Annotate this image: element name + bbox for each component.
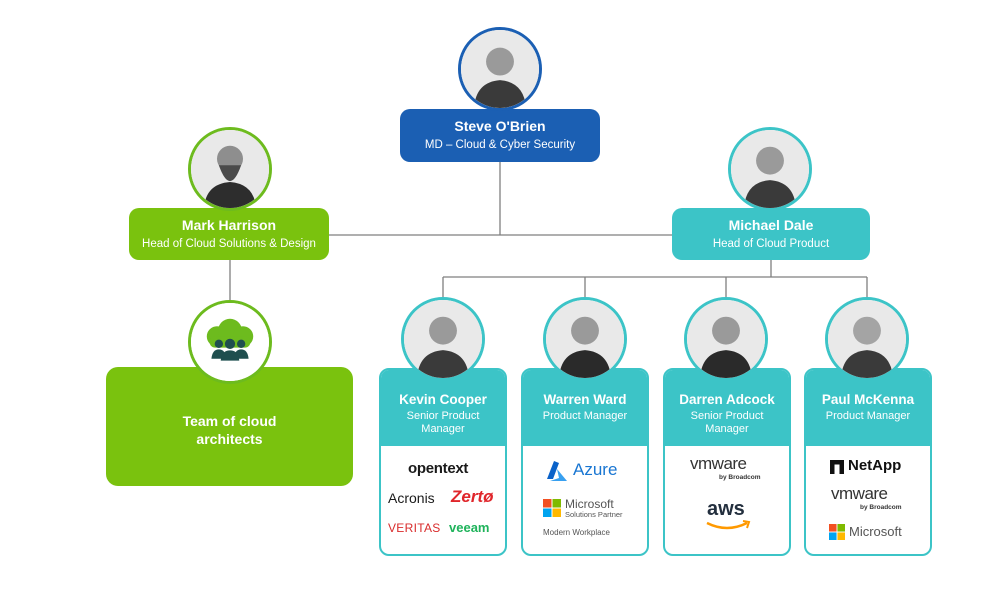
mark-harrison-role: Head of Cloud Solutions & Design <box>142 238 316 250</box>
kevin-cooper-card: Kevin Cooper Senior Product Manager open… <box>379 368 507 556</box>
warren-ward-role: Product Manager <box>542 410 628 422</box>
vmware-logo-2: vmware <box>831 484 888 503</box>
team-label: Team of cloud architects <box>182 413 277 447</box>
warren-ward-photo <box>543 297 627 381</box>
aws-logo: aws <box>707 498 745 520</box>
by-broadcom-label: by Broadcom <box>719 474 761 481</box>
netapp-icon <box>830 460 844 474</box>
veeam-logo: veeam <box>449 520 490 535</box>
opentext-logo: opentext <box>408 460 469 477</box>
acronis-logo: Acronis <box>388 490 435 506</box>
warren-ward-card: Warren Ward Product Manager Azure Micros… <box>521 368 649 556</box>
veritas-logo: VERITAS <box>388 521 441 535</box>
steve-obrien-name: Steve O'Brien <box>454 118 546 134</box>
steve-obrien-photo <box>458 27 542 111</box>
azure-logo: Azure <box>573 460 618 479</box>
microsoft-icon-2 <box>829 524 845 540</box>
paul-mckenna-name: Paul McKenna <box>821 392 915 407</box>
modern-workplace-label: Modern Workplace <box>543 528 610 537</box>
kevin-cooper-name: Kevin Cooper <box>399 392 487 407</box>
team-of-cloud-architects-box: Team of cloud architects <box>106 367 353 486</box>
mark-harrison-name: Mark Harrison <box>181 217 277 233</box>
microsoft-icon <box>543 499 561 517</box>
microsoft-logo: Microsoft <box>849 524 902 539</box>
steve-obrien-box: Steve O'Brien MD – Cloud & Cyber Securit… <box>400 109 600 162</box>
by-broadcom-label-2: by Broadcom <box>860 504 902 511</box>
mark-harrison-box: Mark Harrison Head of Cloud Solutions & … <box>129 208 329 260</box>
darren-adcock-photo <box>684 297 768 381</box>
warren-ward-name: Warren Ward <box>543 392 627 407</box>
michael-dale-name: Michael Dale <box>728 217 814 233</box>
team-icon-circle <box>188 300 272 384</box>
paul-mckenna-photo <box>825 297 909 381</box>
mark-harrison-photo <box>188 127 272 211</box>
microsoft-partner-logo: Microsoft <box>565 497 614 511</box>
michael-dale-photo <box>728 127 812 211</box>
paul-mckenna-card: Paul McKenna Product Manager NetApp vmwa… <box>804 368 932 556</box>
paul-mckenna-role: Product Manager <box>825 410 911 422</box>
solutions-partner-label: Solutions Partner <box>565 510 623 519</box>
vmware-logo: vmware <box>690 454 747 473</box>
aws-smile-icon <box>706 520 751 530</box>
michael-dale-role: Head of Cloud Product <box>712 238 830 250</box>
people-cloud-icon <box>191 303 269 381</box>
michael-dale-box: Michael Dale Head of Cloud Product <box>672 208 870 260</box>
netapp-logo: NetApp <box>848 457 902 474</box>
kevin-cooper-photo <box>401 297 485 381</box>
darren-adcock-card: Darren Adcock Senior Product Manager vmw… <box>663 368 791 556</box>
zerto-logo: Zertø <box>451 487 494 506</box>
kevin-cooper-role: Senior Product Manager <box>406 410 480 435</box>
darren-adcock-name: Darren Adcock <box>679 392 775 407</box>
darren-adcock-role: Senior Product Manager <box>690 410 764 435</box>
steve-obrien-role: MD – Cloud & Cyber Security <box>424 139 576 151</box>
azure-icon <box>547 461 567 481</box>
